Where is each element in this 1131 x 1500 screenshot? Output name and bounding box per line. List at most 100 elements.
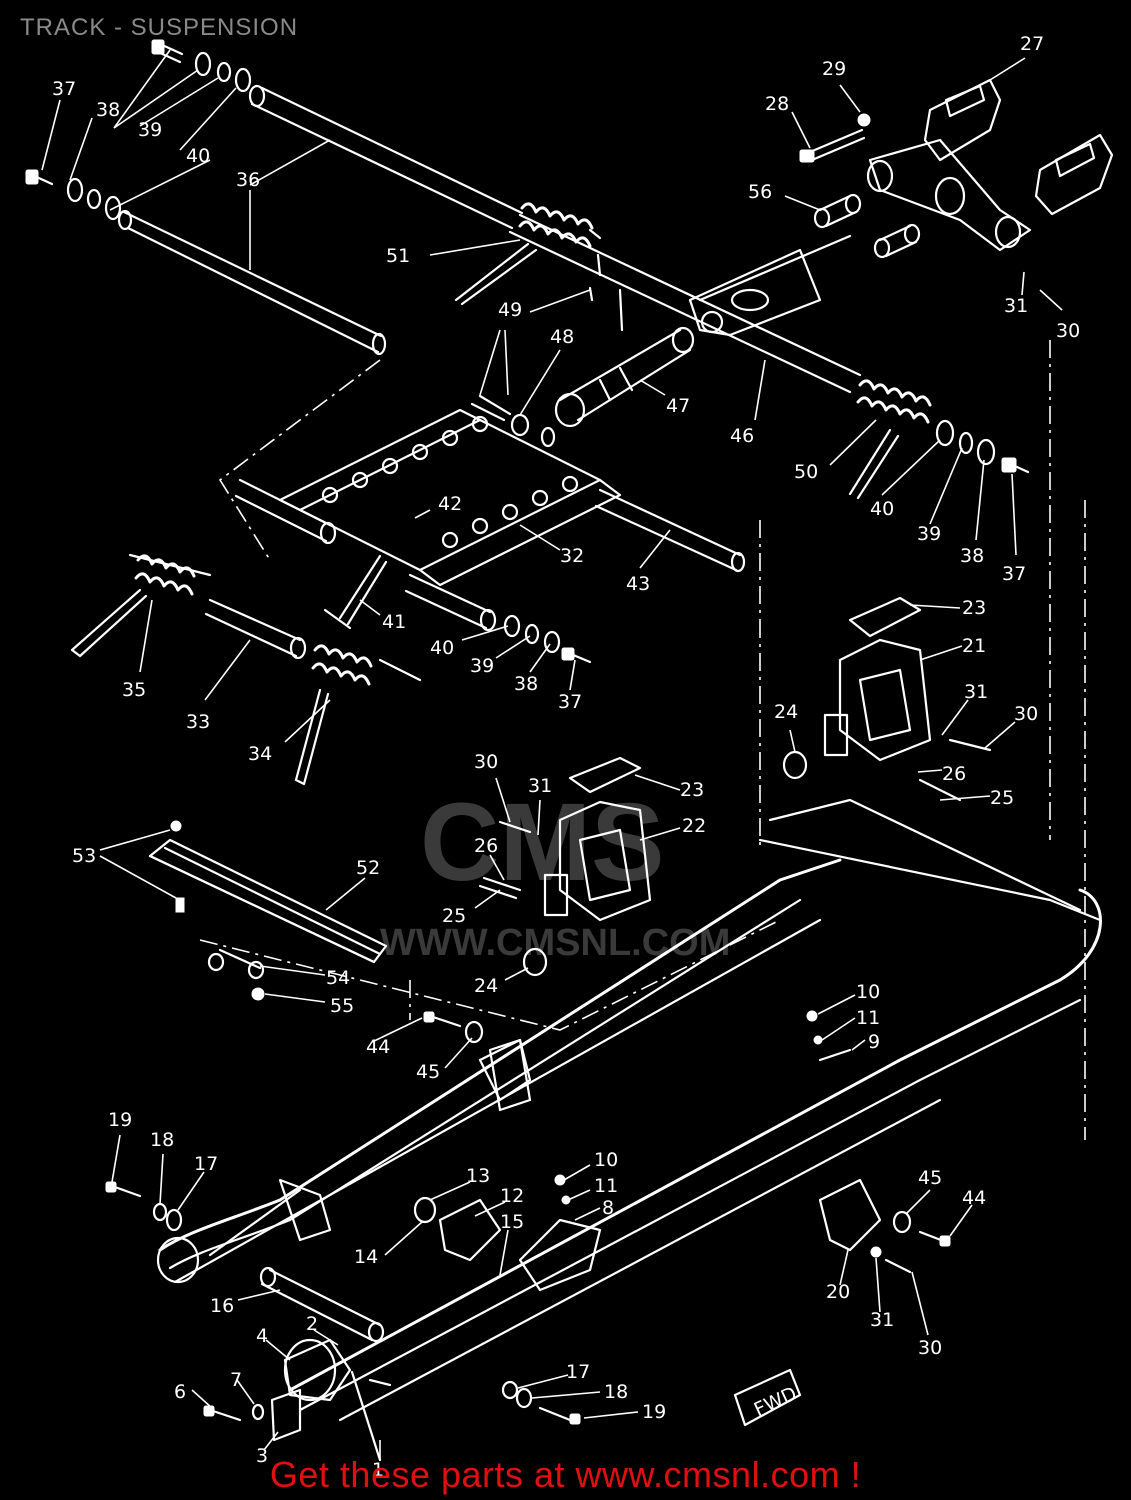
fwd-label: FWD [751, 1383, 801, 1422]
part-callout-39: 39 [470, 655, 494, 677]
link-arm [688, 234, 852, 337]
part-callout-26: 26 [474, 835, 498, 857]
watermark: CMS WWW.CMSNL.COM [380, 781, 730, 964]
part-callout-24: 24 [474, 975, 498, 997]
part-callout-35: 35 [122, 679, 146, 701]
bushing-56 [813, 193, 921, 259]
fastener-set-right [935, 419, 1030, 474]
part-callout-51: 51 [386, 245, 410, 267]
line-art: FWD [25, 39, 1114, 1462]
pin-48-49 [470, 286, 624, 448]
fastener-set-upper-left [25, 39, 252, 221]
bolt-28-nut-29 [799, 113, 871, 163]
torsion-spring-50 [848, 379, 932, 500]
part-callout-10: 10 [856, 981, 880, 1003]
part-callout-45: 45 [918, 1167, 942, 1189]
part-callout-40: 40 [430, 637, 454, 659]
slide-rail-left [156, 858, 842, 1284]
fwd-arrow-badge: FWD [733, 1368, 802, 1427]
diagram-title: TRACK - SUSPENSION [20, 14, 299, 41]
part-callout-52: 52 [356, 857, 380, 879]
lower-shaft-left [117, 209, 387, 356]
part-callout-30: 30 [1014, 703, 1038, 725]
part-callout-24: 24 [774, 701, 798, 723]
part-callout-50: 50 [794, 461, 818, 483]
part-callout-15: 15 [500, 1211, 524, 1233]
part-callout-21: 21 [962, 635, 986, 657]
part-callout-40: 40 [186, 145, 210, 167]
part-callout-32: 32 [560, 545, 584, 567]
part-callout-39: 39 [138, 119, 162, 141]
part-callout-33: 33 [186, 711, 210, 733]
part-callout-31: 31 [1004, 295, 1028, 317]
slide-rail-right [283, 798, 1102, 1422]
part-callout-18: 18 [604, 1381, 628, 1403]
part-callout-44: 44 [962, 1187, 986, 1209]
part-callout-55: 55 [330, 995, 354, 1017]
part-callout-38: 38 [96, 99, 120, 121]
part-callout-31: 31 [870, 1309, 894, 1331]
part-callout-28: 28 [765, 93, 789, 115]
part-callout-38: 38 [514, 673, 538, 695]
leader-lines [41, 49, 1063, 1460]
part-callout-10: 10 [594, 1149, 618, 1171]
shaft-pair-lower-arm [234, 478, 497, 632]
part-callout-37: 37 [558, 691, 582, 713]
part-callout-4: 4 [256, 1325, 268, 1347]
part-callout-8: 8 [602, 1197, 614, 1219]
front-mount-hardware [203, 1338, 392, 1462]
torsion-spring-35 [70, 553, 212, 658]
footer-link[interactable]: Get these parts at www.cmsnl.com ! [269, 1454, 862, 1495]
part-callout-12: 12 [500, 1185, 524, 1207]
part-callout-30: 30 [918, 1337, 942, 1359]
part-callout-56: 56 [748, 181, 772, 203]
pivot-bracket-27 [866, 78, 1114, 252]
part-callout-27: 27 [1020, 33, 1044, 55]
cross-tube-16 [259, 1266, 385, 1343]
part-callout-16: 16 [210, 1295, 234, 1317]
stopper-bracket-21 [782, 596, 992, 802]
part-callout-7: 7 [230, 1369, 242, 1391]
fastener-set-center [503, 614, 592, 664]
part-callout-37: 37 [52, 78, 76, 100]
part-callout-44: 44 [366, 1036, 390, 1058]
part-callout-19: 19 [108, 1109, 132, 1131]
stopper-bracket-22 [478, 756, 652, 977]
watermark-brand: CMS [420, 781, 664, 904]
part-callout-6: 6 [174, 1381, 186, 1403]
rear-axle-hardware [105, 1178, 581, 1425]
part-callout-54: 54 [326, 967, 350, 989]
part-callout-22: 22 [682, 815, 706, 837]
part-callout-17: 17 [566, 1361, 590, 1383]
part-callout-38: 38 [960, 545, 984, 567]
part-callout-42: 42 [438, 493, 462, 515]
part-callout-53: 53 [72, 845, 96, 867]
torsion-spring-34 [294, 644, 422, 786]
part-callout-29: 29 [822, 58, 846, 80]
part-callout-30: 30 [474, 751, 498, 773]
part-callout-25: 25 [990, 787, 1014, 809]
frame-outline [218, 340, 1086, 1140]
part-callout-26: 26 [942, 763, 966, 785]
part-callout-36: 36 [236, 169, 260, 191]
part-callout-34: 34 [248, 743, 272, 765]
part-callout-31: 31 [964, 681, 988, 703]
bolt-41 [323, 554, 388, 630]
cross-plate-52 [148, 820, 388, 1001]
upper-arm-32 [278, 408, 622, 587]
part-callout-9: 9 [868, 1031, 880, 1053]
part-callout-48: 48 [550, 326, 574, 348]
part-callout-17: 17 [194, 1153, 218, 1175]
part-callout-37: 37 [1002, 563, 1026, 585]
shaft-33 [204, 598, 307, 660]
shock-absorber-47 [554, 326, 695, 428]
part-callout-1: 1 [372, 1459, 384, 1481]
part-callout-11: 11 [594, 1175, 618, 1197]
part-callout-30: 30 [1056, 320, 1080, 342]
part-callout-43: 43 [626, 573, 650, 595]
part-callout-46: 46 [730, 425, 754, 447]
part-callout-45: 45 [416, 1061, 440, 1083]
torsion-spring-51 [454, 202, 602, 306]
part-callout-11: 11 [856, 1007, 880, 1029]
